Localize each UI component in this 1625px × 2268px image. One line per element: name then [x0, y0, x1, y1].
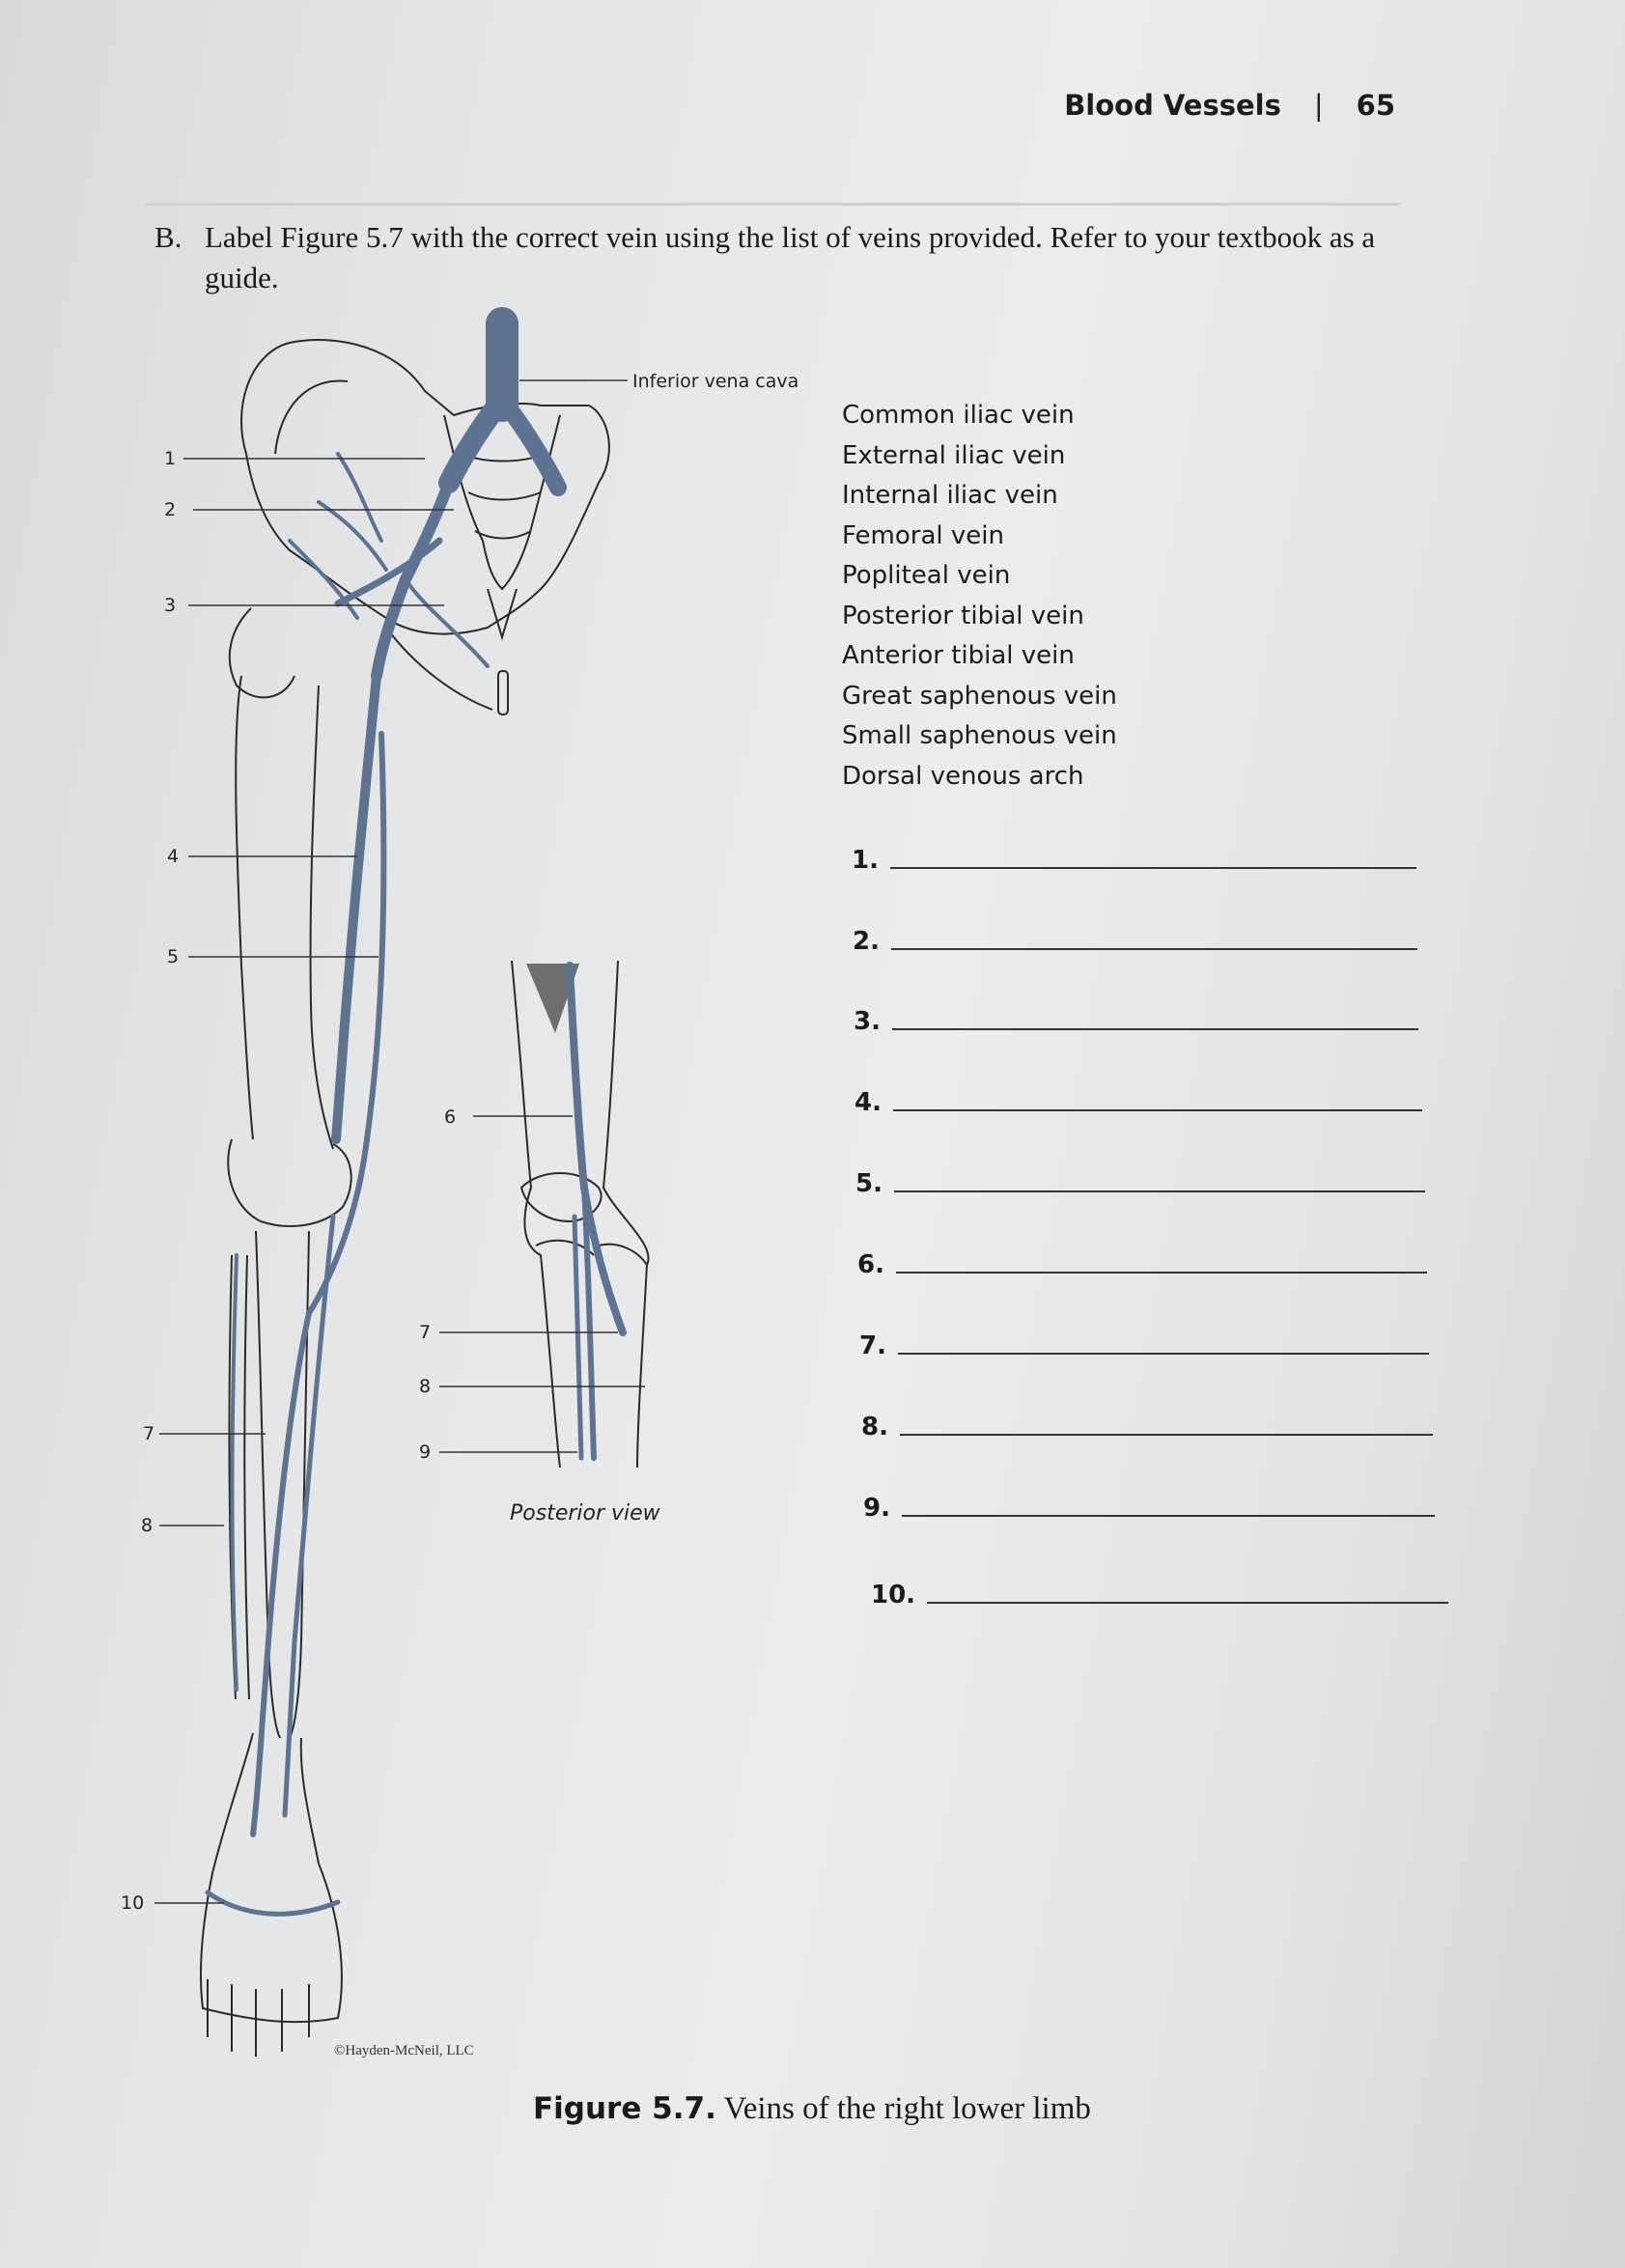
copyright-notice: ©Hayden-McNeil, LLC — [334, 2043, 474, 2058]
vein-list-item: Posterior tibial vein — [842, 601, 1084, 630]
instruction-letter: B. — [154, 220, 182, 254]
internal-iliac-vein — [334, 537, 443, 607]
page-number: 65 — [1356, 89, 1395, 122]
label-number-10: 10 — [121, 1892, 144, 1914]
answer-number: 7. — [859, 1331, 886, 1360]
answer-number: 10. — [871, 1581, 916, 1610]
label-number-2: 2 — [164, 499, 176, 520]
small-saphenous-vein — [581, 1185, 597, 1461]
lateral-branch-vein — [230, 1253, 238, 1692]
answer-line[interactable] — [893, 1190, 1425, 1192]
femoral-vein — [331, 671, 381, 1144]
dorsal-venous-arch — [205, 1890, 341, 1917]
answer-blank-6[interactable]: 6. — [857, 1250, 1427, 1279]
answer-blank-7[interactable]: 7. — [859, 1331, 1429, 1360]
answer-number: 5. — [855, 1169, 883, 1198]
section-divider — [145, 203, 1400, 206]
label-number-8: 8 — [141, 1515, 153, 1536]
common-iliac-right — [438, 395, 508, 493]
answer-number: 6. — [857, 1250, 884, 1279]
vein-list-item: Dorsal venous arch — [842, 761, 1084, 791]
answer-blank-8[interactable]: 8. — [861, 1413, 1433, 1442]
answer-blank-2[interactable]: 2. — [853, 927, 1417, 956]
leader-lines — [154, 379, 645, 1904]
label-posterior-7: 7 — [419, 1322, 431, 1343]
answer-blank-4[interactable]: 4. — [855, 1088, 1422, 1117]
vein-list-item: Great saphenous vein — [842, 681, 1117, 711]
foot-outline — [200, 1732, 343, 2024]
posterior-leg-outline — [511, 960, 650, 1469]
posterior-view-label: Posterior view — [510, 1501, 660, 1526]
pelvis-outline — [240, 339, 610, 635]
answer-blank-5[interactable]: 5. — [855, 1169, 1425, 1198]
answer-line[interactable] — [890, 948, 1417, 950]
posterior-muscle-shading — [526, 964, 579, 1033]
answer-blank-9[interactable]: 9. — [863, 1494, 1435, 1523]
popliteal-vein — [566, 962, 627, 1336]
answer-number: 4. — [855, 1088, 882, 1117]
vein-list-item: Internal iliac vein — [842, 481, 1058, 510]
vein-list-item: Small saphenous vein — [842, 721, 1117, 750]
vein-list-item: Anterior tibial vein — [842, 641, 1075, 670]
answer-blank-1[interactable]: 1. — [852, 846, 1416, 875]
answer-blank-3[interactable]: 3. — [854, 1007, 1418, 1036]
label-posterior-8: 8 — [419, 1376, 431, 1397]
answer-number: 2. — [853, 927, 880, 956]
label-posterior-9: 9 — [419, 1442, 431, 1463]
caption-title: Veins of the right lower limb — [723, 2091, 1091, 2126]
vein-list-item: Common iliac vein — [842, 401, 1075, 430]
answer-line[interactable] — [889, 867, 1416, 869]
sacrum-outline — [443, 414, 561, 591]
section-title: Blood Vessels — [1064, 89, 1281, 122]
vein-list-item: Femoral vein — [842, 520, 1004, 550]
label-number-5: 5 — [167, 946, 179, 967]
vein-list-item: External iliac vein — [842, 440, 1066, 470]
caption-label: Figure 5.7. — [533, 2091, 716, 2126]
instruction: B. Label Figure 5.7 with the correct vei… — [154, 217, 1419, 298]
answer-number: 9. — [863, 1494, 890, 1523]
vein-list: Common iliac vein External iliac vein In… — [842, 396, 1117, 797]
answer-line[interactable] — [892, 1109, 1422, 1111]
answer-number: 3. — [854, 1007, 881, 1036]
answer-number: 1. — [852, 846, 879, 875]
answer-line[interactable] — [897, 1353, 1429, 1355]
answer-line[interactable] — [901, 1515, 1435, 1517]
answer-number: 8. — [861, 1413, 888, 1442]
instruction-text: Label Figure 5.7 with the correct vein u… — [205, 220, 1376, 294]
label-inferior-vena-cava: Inferior vena cava — [632, 371, 798, 392]
label-number-3: 3 — [164, 595, 176, 616]
posterior-tibial-vein — [572, 1214, 584, 1461]
pelvic-tributaries — [288, 452, 490, 668]
femur-outline — [235, 675, 334, 1150]
label-posterior-6: 6 — [444, 1106, 456, 1128]
label-number-1: 1 — [164, 448, 176, 469]
page-header: Blood Vessels | 65 — [1064, 89, 1395, 122]
figure-caption: Figure 5.7. Veins of the right lower lim… — [533, 2091, 1091, 2127]
anterior-tibial-vein — [282, 1214, 336, 1818]
header-separator: | — [1313, 89, 1324, 122]
answer-line[interactable] — [899, 1434, 1433, 1436]
answer-line[interactable] — [891, 1028, 1418, 1030]
label-number-7: 7 — [143, 1423, 154, 1444]
vein-network — [205, 307, 627, 1917]
answer-blank-10[interactable]: 10. — [871, 1581, 1449, 1610]
vein-list-item: Popliteal vein — [842, 561, 1011, 590]
common-iliac-left — [498, 397, 567, 496]
answer-line[interactable] — [895, 1272, 1427, 1274]
label-number-4: 4 — [167, 846, 179, 867]
answer-line[interactable] — [927, 1602, 1449, 1604]
great-saphenous-vein — [250, 731, 387, 1837]
